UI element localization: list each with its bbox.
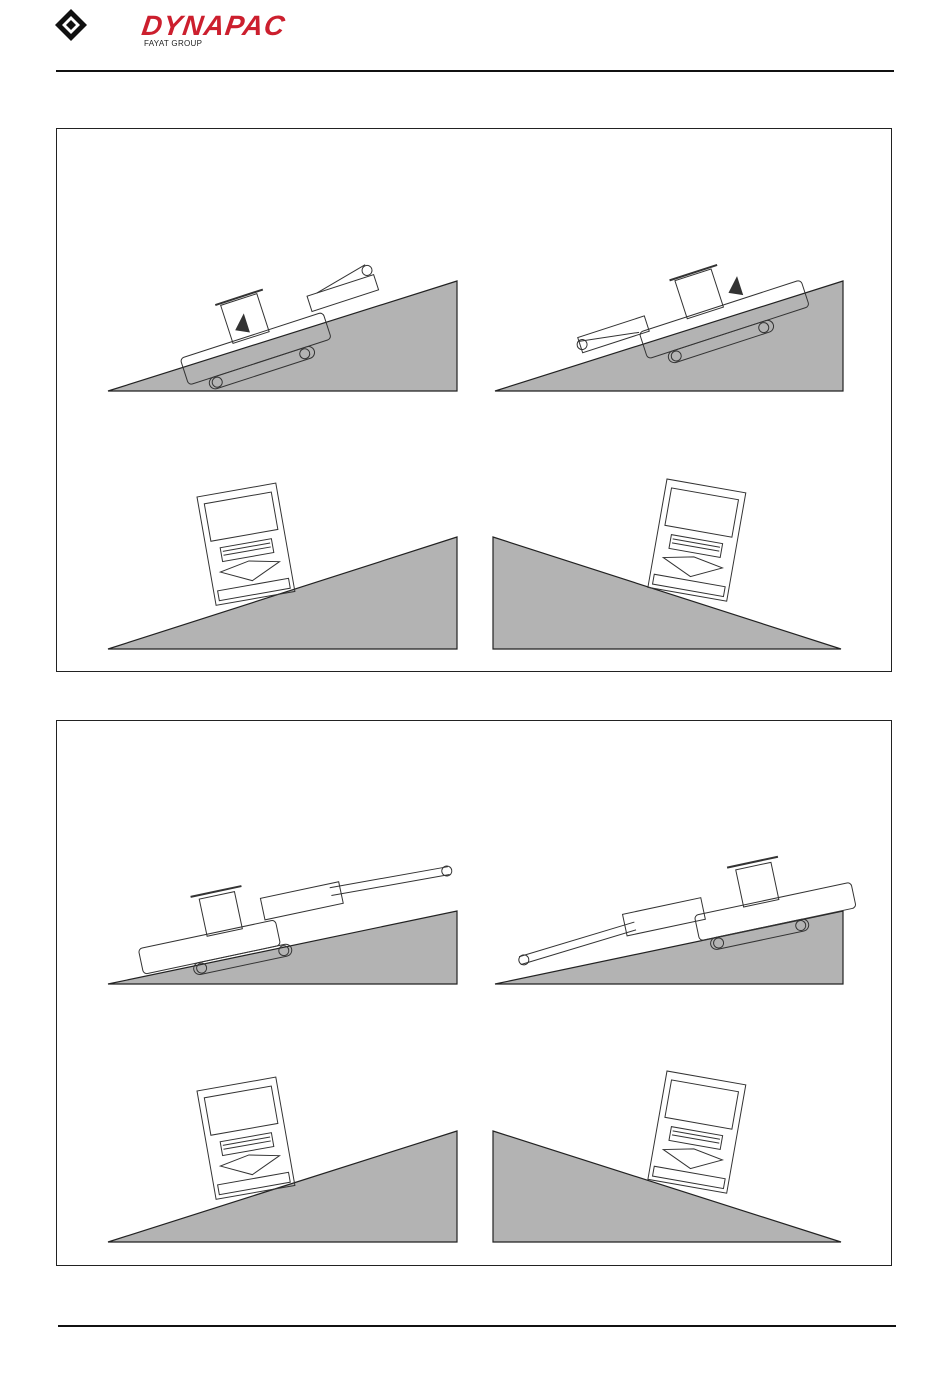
dynapac-diamond-icon	[54, 8, 88, 42]
dynapac-logo: DYNAPAC FAYAT GROUP	[54, 6, 314, 44]
slope-panel-1	[56, 128, 892, 672]
machine-front-view-1d	[648, 479, 746, 601]
ramp-side-uphill-left	[108, 281, 457, 391]
machine-front-view-2d	[648, 1071, 746, 1193]
ramp-side-uphill-left-2	[108, 911, 457, 984]
slope-figure-2	[57, 721, 891, 1265]
machine-front-view-2c	[197, 1077, 295, 1199]
machine-front-view-1c	[197, 483, 295, 605]
ramp-side-uphill-right	[495, 281, 843, 391]
ramp-front-tilt-right	[493, 537, 841, 649]
ramp-front-tilt-left-2	[108, 1131, 457, 1242]
slope-figure-1	[57, 129, 891, 671]
brand-subtitle: FAYAT GROUP	[144, 39, 202, 48]
brand-name: DYNAPAC	[140, 10, 288, 42]
slope-panel-2	[56, 720, 892, 1266]
footer-rule	[58, 1325, 896, 1327]
ramp-front-tilt-left	[108, 537, 457, 649]
ramp-front-tilt-right-2	[493, 1131, 841, 1242]
header-rule	[56, 70, 894, 72]
